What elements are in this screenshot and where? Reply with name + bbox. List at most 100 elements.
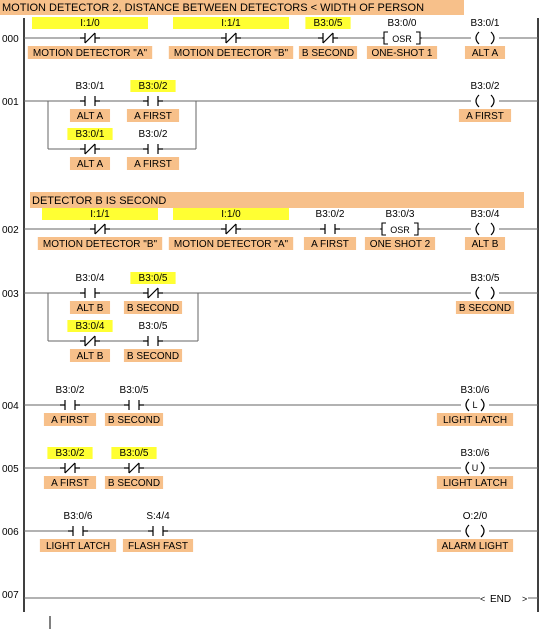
output-coil [475, 222, 495, 236]
element-label: ALT A [472, 48, 499, 59]
element-label: ONE SHOT 2 [370, 239, 431, 250]
element-label-box [123, 349, 183, 362]
element-label: ALT A [77, 159, 104, 170]
element-address: B3:0/2 [56, 448, 85, 459]
element-label: LIGHT LATCH [443, 478, 507, 489]
section-title: DETECTOR B IS SECOND [32, 195, 166, 207]
element-label: B SECOND [108, 478, 160, 489]
contact-slash [64, 462, 76, 474]
address-highlight [130, 272, 176, 284]
element-label-box [69, 301, 111, 314]
element-label-box [464, 46, 506, 59]
element-label-box [104, 476, 164, 489]
element-label: FLASH FAST [128, 541, 188, 552]
element-label: ALT B [77, 303, 104, 314]
element-label: LIGHT LATCH [443, 415, 507, 426]
element-address: B3:0/6 [461, 448, 490, 459]
rung-number: 003 [2, 289, 19, 300]
output-coil [475, 286, 495, 300]
normally-open-contact [143, 96, 163, 106]
element-label: B SECOND [127, 351, 179, 362]
rung-number: 000 [2, 34, 19, 45]
element-label: B SECOND [302, 48, 354, 59]
diagram-title: MOTION DETECTOR 2, DISTANCE BETWEEN DETE… [2, 2, 424, 14]
address-highlight [42, 208, 158, 220]
end-instruction: END [490, 594, 511, 605]
element-label-box [298, 46, 358, 59]
address-highlight [32, 17, 148, 29]
contact-slash [84, 143, 96, 155]
normally-closed-contact [80, 336, 100, 346]
normally-closed-contact [124, 463, 144, 473]
normally-closed-contact [60, 463, 80, 473]
address-highlight [173, 17, 289, 29]
element-label-box [436, 476, 514, 489]
element-label-box [168, 46, 294, 59]
element-label-box [104, 413, 164, 426]
element-label-box [69, 349, 111, 362]
normally-open-contact [60, 400, 80, 410]
element-label: A FIRST [51, 478, 89, 489]
normally-closed-contact [143, 288, 163, 298]
rung-number: 006 [2, 527, 19, 538]
rung-number: 005 [2, 464, 19, 475]
normally-open-contact [124, 400, 144, 410]
normally-closed-contact [90, 224, 110, 234]
output-coil [475, 31, 495, 45]
element-address: S:4/4 [146, 511, 170, 522]
osr-label: OSR [392, 34, 412, 44]
element-label: B SECOND [108, 415, 160, 426]
rung-number: 004 [2, 401, 19, 412]
end-close-bracket: > [522, 594, 527, 604]
element-label-box [43, 476, 97, 489]
normally-closed-contact [80, 33, 100, 43]
element-address: B3:0/2 [139, 81, 168, 92]
element-address: B3:0/4 [76, 273, 105, 284]
element-label: B SECOND [459, 303, 511, 314]
latch-coil [465, 461, 485, 475]
element-address: B3:0/1 [76, 81, 105, 92]
element-label: MOTION DETECTOR "A" [33, 48, 148, 59]
element-address: B3:0/5 [139, 321, 168, 332]
element-label-box [366, 46, 438, 59]
address-highlight [130, 80, 176, 92]
element-address: B3:0/1 [471, 18, 500, 29]
element-label-box [364, 237, 436, 250]
element-label: MOTION DETECTOR "A" [174, 239, 289, 250]
contact-slash [128, 462, 140, 474]
contact-slash [322, 32, 334, 44]
element-address: B3:0/2 [471, 81, 500, 92]
element-label-box [436, 539, 514, 552]
element-label-box [123, 301, 183, 314]
element-address: B3:0/5 [120, 385, 149, 396]
element-label: MOTION DETECTOR "B" [43, 239, 158, 250]
contact-slash [225, 223, 237, 235]
element-address: B3:0/6 [461, 385, 490, 396]
contact-slash [84, 335, 96, 347]
element-label-box [37, 237, 163, 250]
element-label-box [168, 237, 294, 250]
element-address: B3:0/2 [56, 385, 85, 396]
element-label-box [436, 413, 514, 426]
normally-open-contact [80, 288, 100, 298]
element-address: I:1/1 [90, 209, 110, 220]
element-address: I:1/0 [80, 18, 100, 29]
contact-slash [84, 32, 96, 44]
element-label-box [122, 539, 194, 552]
element-address: B3:0/5 [314, 18, 343, 29]
element-address: B3:0/5 [139, 273, 168, 284]
element-label: A FIRST [311, 239, 349, 250]
element-address: B3:0/1 [76, 129, 105, 140]
output-coil [475, 94, 495, 108]
element-label-box [458, 109, 512, 122]
element-address: B3:0/2 [316, 209, 345, 220]
element-address: B3:0/6 [64, 511, 93, 522]
osr-instruction [382, 31, 422, 45]
address-highlight [67, 128, 113, 140]
element-label-box [464, 237, 506, 250]
address-highlight [173, 208, 289, 220]
normally-closed-contact [221, 224, 241, 234]
element-label-box [69, 157, 111, 170]
element-label: ALARM LIGHT [442, 541, 509, 552]
